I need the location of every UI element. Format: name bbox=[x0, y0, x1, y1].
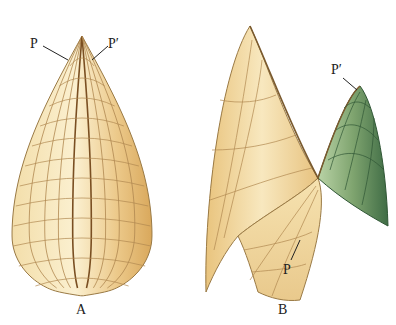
dome-parallel bbox=[35, 278, 128, 286]
dome-parallel bbox=[16, 198, 148, 206]
saddle-grid-line bbox=[252, 264, 306, 272]
dome-parallel bbox=[19, 258, 145, 266]
saddle-grid-line bbox=[220, 95, 276, 102]
dome-parallel bbox=[20, 178, 145, 186]
leader-line bbox=[43, 46, 68, 60]
dome-parallel bbox=[25, 158, 139, 166]
point-label: P′ bbox=[108, 36, 119, 52]
saddle-grid-line bbox=[250, 186, 316, 280]
dome-parallel bbox=[13, 238, 151, 246]
dome-meridian bbox=[73, 36, 82, 288]
figure-letter: B bbox=[278, 302, 287, 318]
saddle-grid-line bbox=[210, 168, 312, 200]
saddle-green-hump bbox=[318, 86, 388, 226]
point-label: P′ bbox=[331, 62, 342, 78]
saddle-grid-line bbox=[212, 135, 296, 150]
saddle-grid-line bbox=[224, 60, 262, 238]
dome-meridian bbox=[45, 36, 82, 288]
figure-letter: A bbox=[76, 302, 86, 318]
dome-parallel bbox=[14, 218, 151, 226]
dome-meridian bbox=[29, 36, 82, 288]
dome-parallel bbox=[49, 98, 114, 106]
saddle-front-flap bbox=[238, 178, 321, 301]
dome-parallel bbox=[40, 118, 124, 126]
dome-parallel bbox=[32, 138, 132, 146]
leader-line bbox=[291, 240, 300, 260]
saddle-grid-line bbox=[345, 100, 366, 190]
dome-parallel bbox=[59, 78, 104, 86]
dome-surface bbox=[12, 36, 152, 296]
saddle-grid-line bbox=[336, 125, 378, 140]
dome-meridian bbox=[82, 36, 135, 288]
saddle-surface bbox=[206, 26, 388, 301]
dome-outline bbox=[12, 36, 152, 296]
saddle-grid-line bbox=[330, 92, 360, 170]
leader-line bbox=[343, 78, 357, 90]
saddle-grid-line bbox=[244, 232, 312, 250]
saddle-ridge bbox=[250, 26, 360, 178]
leader-lines bbox=[43, 46, 357, 260]
dome-meridian bbox=[58, 36, 82, 288]
saddle-grid-line bbox=[344, 102, 370, 108]
saddle-grid-line bbox=[328, 153, 384, 170]
dome-parallel bbox=[70, 58, 94, 66]
dome-meridian bbox=[82, 36, 119, 288]
leader-line bbox=[92, 46, 108, 60]
point-label: P bbox=[283, 262, 291, 278]
point-label: P bbox=[30, 36, 38, 52]
